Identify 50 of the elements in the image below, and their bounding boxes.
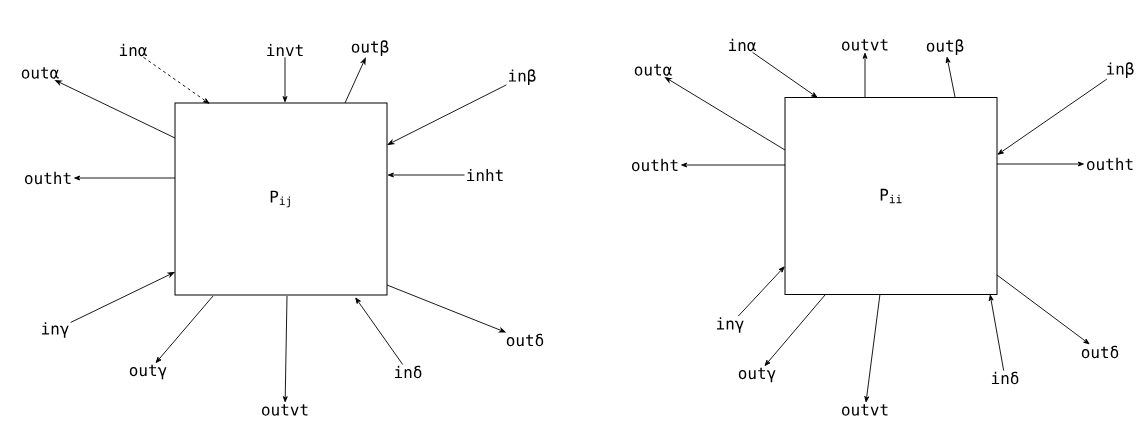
arrow <box>344 57 366 104</box>
arrow <box>752 51 818 98</box>
arrow <box>864 293 881 403</box>
arrow <box>74 175 176 181</box>
port-label: outβ <box>351 40 389 56</box>
port-label: outδ <box>1081 345 1119 359</box>
arrow <box>996 274 1090 345</box>
port-label: outht <box>25 171 71 185</box>
arrow <box>282 295 288 403</box>
arrow <box>155 295 214 363</box>
port-label: outδ <box>506 333 544 347</box>
port-label: outγ <box>129 364 167 380</box>
arrow <box>737 266 785 317</box>
arrow <box>764 294 826 366</box>
arrow <box>143 56 210 104</box>
arrow <box>55 80 176 139</box>
port-label: inα <box>728 38 756 52</box>
process-box: P$_{ii}$ <box>784 97 998 295</box>
port-label: invt <box>267 43 303 57</box>
port-label: inδ <box>991 371 1019 385</box>
arrow <box>355 297 404 365</box>
port-label: inδ <box>394 365 422 379</box>
arrow <box>282 56 288 103</box>
process-box: P$_{ij}$ <box>174 102 388 296</box>
arrow <box>387 84 507 145</box>
arrow <box>386 284 506 333</box>
port-label: inβ <box>1106 62 1134 78</box>
arrow <box>945 56 956 98</box>
port-label: outα <box>21 67 59 79</box>
port-label: outht <box>1087 157 1133 171</box>
arrow <box>988 294 1005 371</box>
port-label: outγ <box>738 367 776 383</box>
arrow <box>681 162 786 168</box>
port-label: inγ <box>41 322 69 338</box>
port-label: outβ <box>926 39 964 55</box>
port-label: inβ <box>508 69 536 85</box>
port-label: outht <box>632 158 678 172</box>
port-label: inht <box>467 168 503 182</box>
port-label: outvt <box>262 404 308 416</box>
arrow <box>862 52 868 98</box>
arrow <box>997 78 1108 155</box>
port-label: inγ <box>716 317 744 333</box>
arrow <box>70 272 175 323</box>
port-label: outα <box>634 64 672 76</box>
port-label: outvt <box>842 39 888 51</box>
arrow <box>996 161 1084 167</box>
arrow <box>665 77 786 151</box>
port-label: outvt <box>842 404 888 416</box>
port-label: inα <box>119 43 147 57</box>
arrow <box>387 172 465 178</box>
